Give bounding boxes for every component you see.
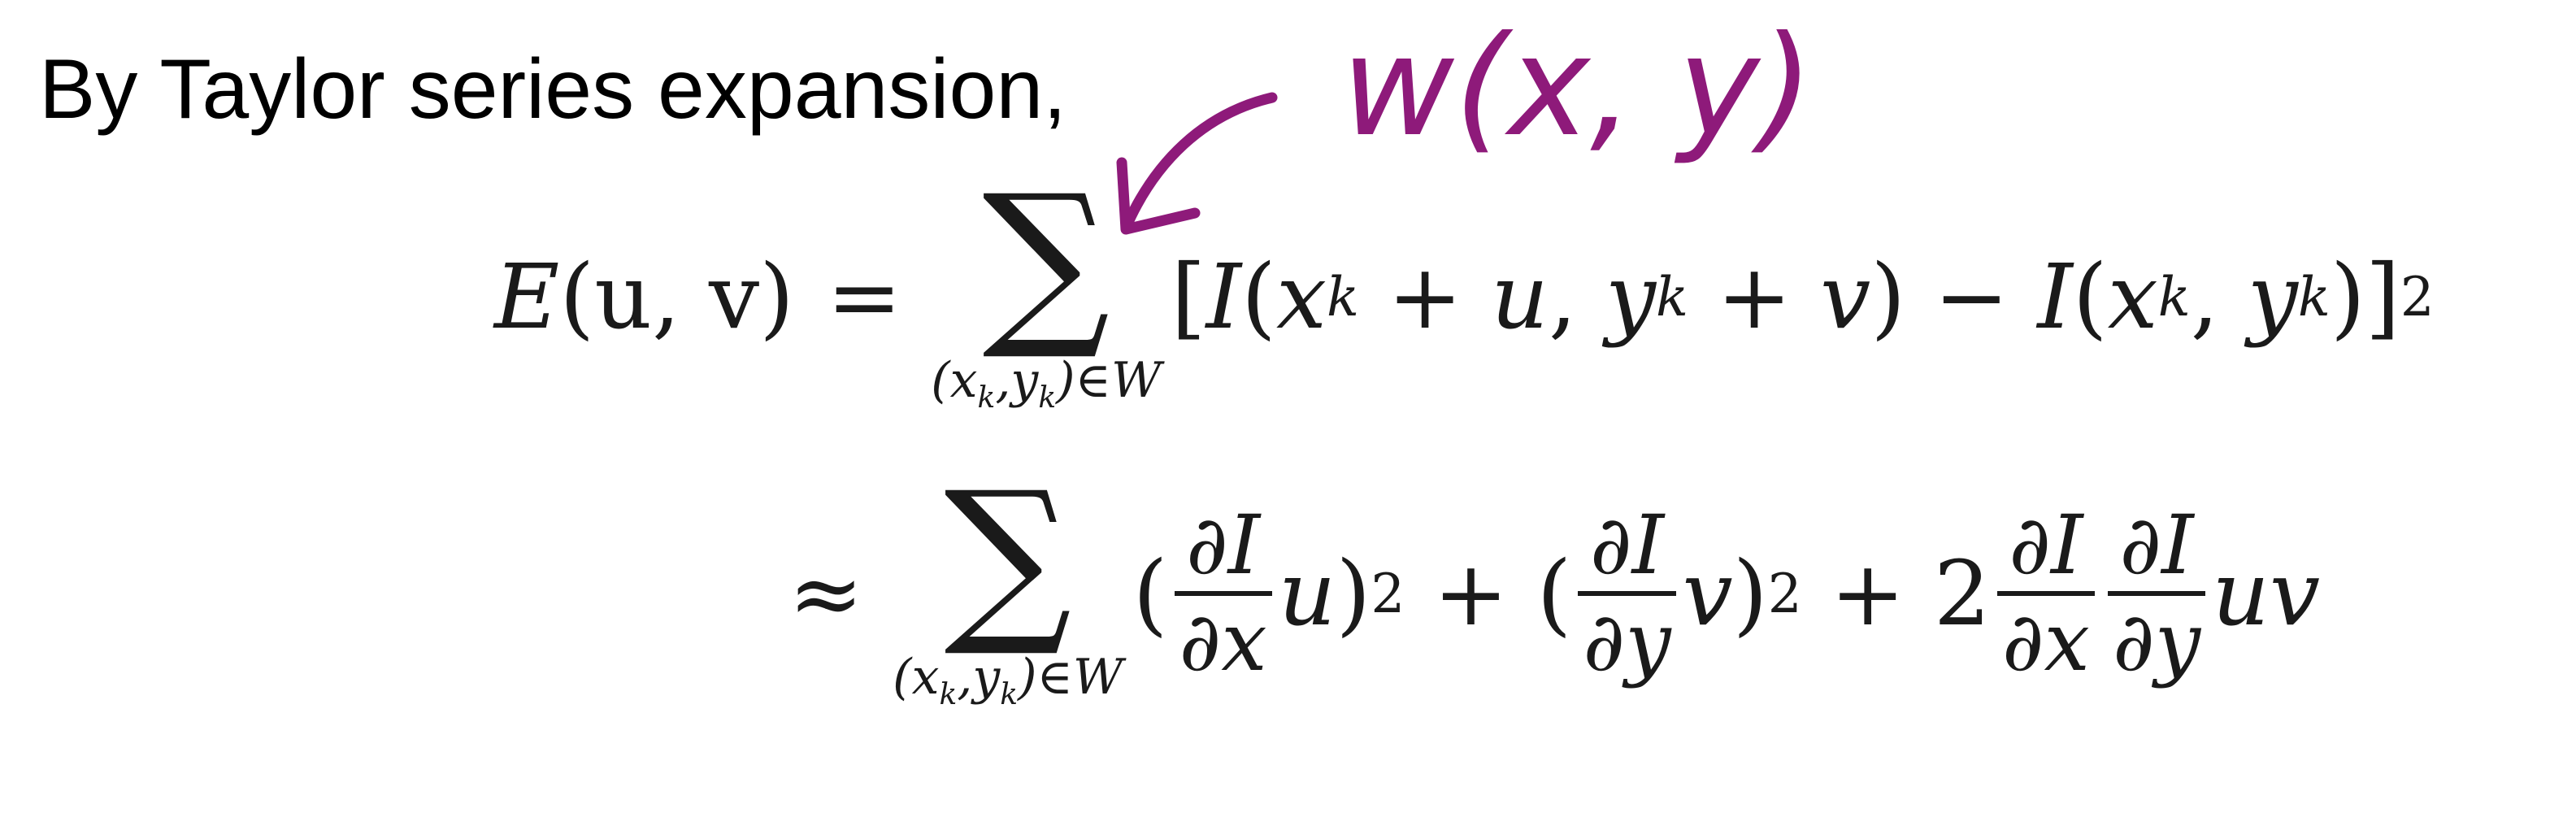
equation-lhs: E(u, v): [494, 245, 795, 349]
handwritten-label: w(x, y): [1341, 7, 1814, 167]
summation-1: ∑ (xk,yk)∈W: [931, 155, 1162, 415]
equation-line-2: ≈ ∑ (xk,yk)∈W ( ∂I ∂x u)2 + ( ∂I ∂y v)2 …: [788, 439, 2320, 748]
annotation-arrow-shaft: [1120, 92, 1278, 233]
sigma-symbol: ∑: [944, 452, 1072, 661]
intro-text: By Taylor series expansion,: [39, 42, 1067, 137]
annotation-arrow-head: [1116, 157, 1201, 235]
summation-subscript: (xk,yk)∈W: [893, 648, 1123, 711]
summation-2: ∑ (xk,yk)∈W: [893, 452, 1123, 711]
partial-i-partial-x: ∂I ∂x: [1996, 502, 2095, 685]
partial-i-partial-x: ∂I ∂x: [1174, 502, 1272, 685]
partial-i-partial-y: ∂I ∂y: [1578, 502, 1676, 685]
summation-subscript: (xk,yk)∈W: [931, 351, 1162, 415]
sigma-symbol: ∑: [982, 155, 1110, 364]
approx-sign: ≈: [788, 541, 864, 646]
taylor-expansion-term: ( ∂I ∂x u)2 + ( ∂I ∂y v)2 + 2 ∂I ∂x ∂I: [1132, 498, 2321, 689]
partial-i-partial-y: ∂I ∂y: [2107, 502, 2206, 685]
equals-sign: =: [827, 245, 902, 349]
